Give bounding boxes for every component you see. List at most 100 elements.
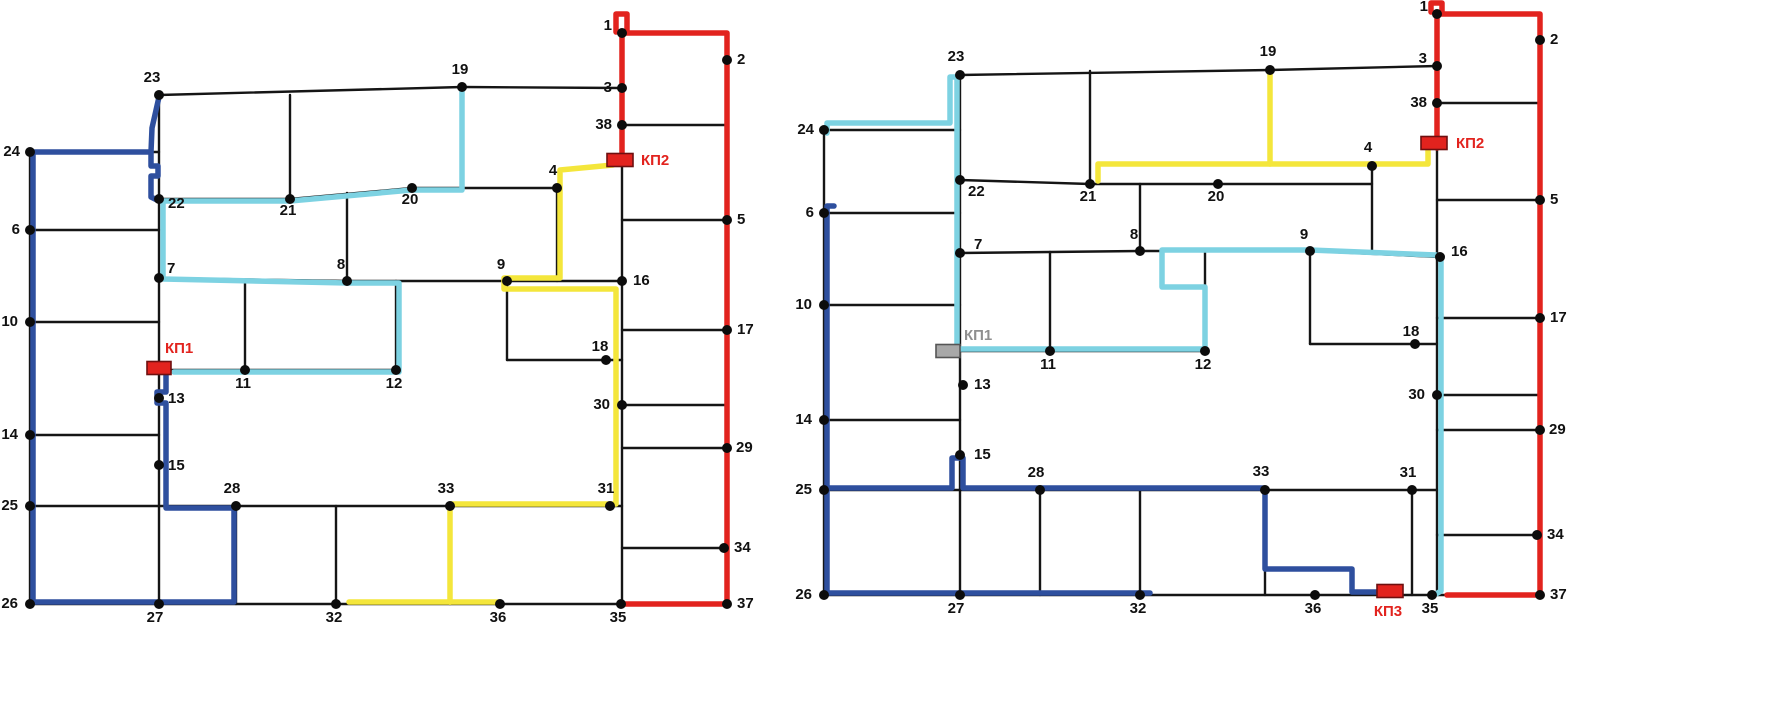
graph-edge	[958, 178, 1092, 186]
node-dot-21	[1085, 179, 1095, 189]
node-label-38: 38	[595, 116, 612, 133]
node-dot-22	[955, 175, 965, 185]
node-dot-29	[722, 443, 732, 453]
node-dot-15	[955, 450, 965, 460]
checkpoint-marker-КП3	[1376, 583, 1404, 599]
node-label-7: 7	[974, 236, 982, 253]
node-label-12: 12	[1195, 356, 1212, 373]
node-dot-24	[25, 147, 35, 157]
node-dot-37	[722, 599, 732, 609]
node-dot-35	[616, 599, 626, 609]
node-dot-7	[955, 248, 965, 258]
route-red	[1434, 11, 1543, 598]
route-red	[613, 11, 630, 35]
node-label-5: 5	[1550, 191, 1558, 208]
node-label-35: 35	[1422, 600, 1439, 617]
node-dot-33	[445, 501, 455, 511]
node-dot-17	[1535, 313, 1545, 323]
node-dot-31	[605, 501, 615, 511]
checkpoint-marker-КП2	[606, 152, 634, 168]
node-label-14: 14	[795, 411, 812, 428]
node-dot-23	[154, 90, 164, 100]
node-label-8: 8	[337, 256, 345, 273]
node-label-34: 34	[734, 539, 751, 556]
node-dot-32	[1135, 590, 1145, 600]
node-dot-15	[154, 460, 164, 470]
node-dot-7	[154, 273, 164, 283]
checkpoint-marker-КП1	[146, 360, 172, 376]
node-label-23: 23	[948, 48, 965, 65]
node-label-24: 24	[3, 143, 20, 160]
node-label-37: 37	[737, 595, 754, 612]
checkpoint-label-КП3: КП3	[1374, 603, 1402, 620]
node-label-15: 15	[974, 446, 991, 463]
node-label-7: 7	[167, 260, 175, 277]
node-dot-34	[1532, 530, 1542, 540]
node-dot-13	[958, 380, 968, 390]
node-label-4: 4	[1364, 139, 1373, 156]
route-yellow	[1095, 147, 1431, 184]
graph-edge	[1268, 64, 1439, 72]
node-label-31: 31	[598, 480, 615, 497]
node-dot-11	[1045, 346, 1055, 356]
node-dot-11	[240, 365, 250, 375]
node-dot-30	[1432, 390, 1442, 400]
node-dot-12	[391, 365, 401, 375]
node-label-18: 18	[1403, 323, 1420, 340]
node-label-17: 17	[737, 321, 754, 338]
node-dot-18	[601, 355, 611, 365]
node-dot-19	[1265, 65, 1275, 75]
node-label-4: 4	[549, 162, 558, 179]
graph-edge	[157, 85, 464, 97]
node-dot-4	[1367, 161, 1377, 171]
node-label-11: 11	[1040, 356, 1056, 373]
node-dot-2	[722, 55, 732, 65]
route-blue	[821, 455, 1380, 595]
node-label-3: 3	[604, 79, 612, 96]
node-dot-38	[617, 120, 627, 130]
node-label-24: 24	[797, 121, 814, 138]
node-dot-14	[25, 430, 35, 440]
node-label-22: 22	[968, 183, 985, 200]
node-dot-9	[1305, 246, 1315, 256]
node-dot-5	[722, 215, 732, 225]
node-dot-36	[1310, 590, 1320, 600]
node-dot-14	[819, 415, 829, 425]
node-dot-6	[25, 225, 35, 235]
node-dot-35	[1427, 590, 1437, 600]
node-label-2: 2	[1550, 31, 1558, 48]
node-dot-25	[819, 485, 829, 495]
node-dot-18	[1410, 339, 1420, 349]
graph-edge	[958, 68, 1272, 77]
node-label-29: 29	[1549, 421, 1566, 438]
node-dot-32	[331, 599, 341, 609]
node-label-10: 10	[1, 313, 18, 330]
node-label-19: 19	[452, 61, 469, 78]
node-label-28: 28	[224, 480, 241, 497]
node-dot-30	[617, 400, 627, 410]
node-dot-13	[154, 393, 164, 403]
node-label-8: 8	[1130, 226, 1138, 243]
node-label-22: 22	[168, 195, 185, 212]
node-dot-2	[1535, 35, 1545, 45]
node-label-33: 33	[1253, 463, 1270, 480]
node-label-29: 29	[736, 439, 753, 456]
node-label-13: 13	[168, 390, 185, 407]
node-dot-36	[495, 599, 505, 609]
node-label-25: 25	[1, 497, 18, 514]
node-label-6: 6	[12, 221, 20, 238]
node-dot-5	[1535, 195, 1545, 205]
route-blue	[148, 149, 161, 203]
node-label-20: 20	[1208, 188, 1225, 205]
node-dot-22	[154, 194, 164, 204]
node-dot-16	[617, 276, 627, 286]
node-dot-38	[1432, 98, 1442, 108]
node-label-32: 32	[326, 609, 343, 626]
node-label-30: 30	[593, 396, 610, 413]
node-dot-3	[617, 83, 627, 93]
node-dot-4	[552, 183, 562, 193]
node-dot-10	[819, 300, 829, 310]
checkpoint-label-КП2: КП2	[641, 152, 669, 169]
